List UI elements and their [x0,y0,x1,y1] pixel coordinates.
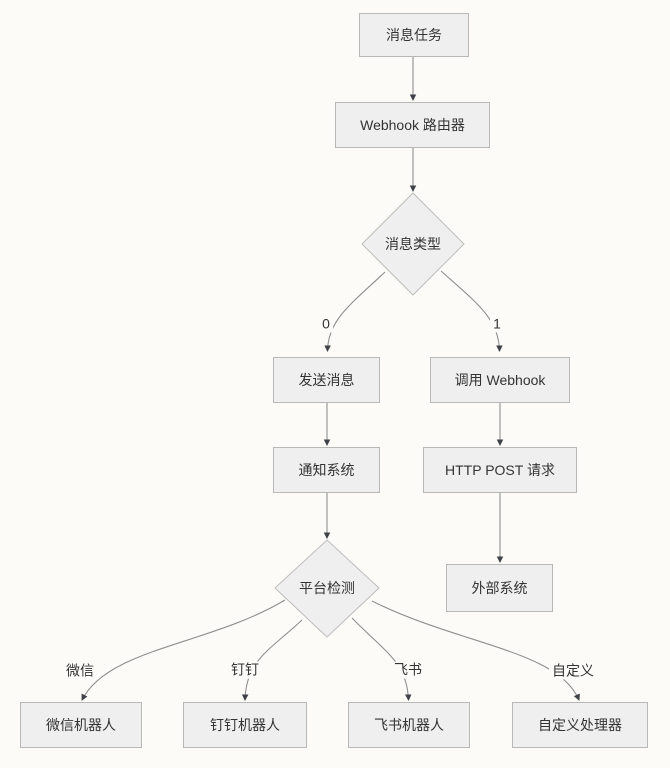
edge-platform-to-dingtalk [241,619,303,701]
edge-label-feishu: 飞书 [391,661,425,679]
edge-label-branch-0: 0 [319,315,333,333]
node-http-post-request: HTTP POST 请求 [423,447,577,493]
node-wechat-bot: 微信机器人 [20,702,142,748]
edge-msgtype-to-send [324,271,386,352]
node-custom-handler: 自定义处理器 [512,702,648,748]
edge-platform-to-feishu [351,617,412,701]
edge-label-dingtalk: 钉钉 [228,661,262,679]
edge-label-custom: 自定义 [549,662,597,680]
edge-label-branch-1: 1 [490,315,504,333]
node-webhook-router: Webhook 路由器 [335,102,490,148]
edge-platform-to-custom [371,600,580,701]
node-message-task: 消息任务 [359,13,469,57]
node-call-webhook: 调用 Webhook [430,357,570,403]
edge-label-wechat: 微信 [63,662,97,680]
node-send-message: 发送消息 [273,357,380,403]
node-external-system: 外部系统 [446,564,553,612]
decision-message-type-shape [361,192,465,296]
node-notify-system: 通知系统 [273,447,380,493]
edge-msgtype-to-call [440,270,503,352]
decision-platform-detect-shape [274,539,380,638]
node-dingtalk-bot: 钉钉机器人 [183,702,307,748]
node-feishu-bot: 飞书机器人 [348,702,470,748]
edge-platform-to-wechat [81,599,286,701]
